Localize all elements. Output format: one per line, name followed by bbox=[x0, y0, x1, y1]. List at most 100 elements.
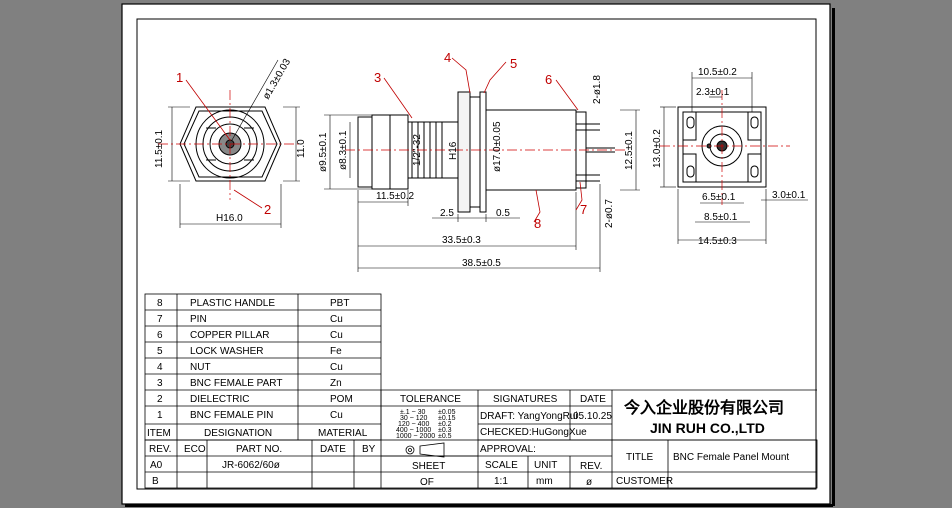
customer-label: CUSTOMER bbox=[616, 476, 673, 487]
dim-14-5: 14.5±0.3 bbox=[698, 236, 737, 247]
dim-front-hex: H16.0 bbox=[216, 213, 243, 224]
rev-label: REV. bbox=[580, 461, 602, 472]
partno-header: PART NO. bbox=[236, 444, 282, 455]
rev-a0: A0 bbox=[150, 460, 163, 471]
bom-designation: BNC FEMALE PART bbox=[190, 378, 282, 389]
company-name-cn: 今入企业股份有限公司 bbox=[623, 398, 784, 417]
title-block-lines bbox=[144, 389, 818, 489]
bom-header-designation: DESIGNATION bbox=[204, 428, 272, 439]
bom-material: Fe bbox=[330, 346, 342, 357]
dim-6-5: 6.5±0.1 bbox=[702, 192, 736, 203]
bom-item-number: 4 bbox=[157, 362, 163, 373]
scale-value: 1:1 bbox=[494, 476, 508, 487]
approval-signature: APPROVAL: bbox=[480, 444, 536, 455]
bom-material: POM bbox=[330, 394, 353, 405]
dim-3-0: 3.0±0.1 bbox=[772, 190, 806, 201]
dim-side-hex: H16 bbox=[448, 141, 459, 160]
unit-label: UNIT bbox=[534, 460, 557, 471]
rev-b: B bbox=[152, 476, 159, 487]
dim-body-length: 33.5±0.3 bbox=[442, 235, 481, 246]
bom-rows: 8 PLASTIC HANDLE PBT 7 PIN Cu 6 COPPER PILLAR Cu… bbox=[157, 298, 353, 421]
bom-material: Cu bbox=[330, 314, 343, 325]
bom-designation: DIELECTRIC bbox=[190, 394, 249, 405]
dim-front-height: 11.5±0.1 bbox=[154, 129, 165, 168]
bottom-centerlines bbox=[660, 90, 790, 205]
svg-text:±.1 ~ 30: ±.1 ~ 30 bbox=[400, 409, 426, 416]
callout-8: 8 bbox=[534, 216, 541, 231]
dim-pin-18: 2-ø1.8 bbox=[592, 75, 603, 104]
svg-text:±0.05: ±0.05 bbox=[438, 409, 456, 416]
bom-header-item: ITEM bbox=[147, 428, 171, 439]
tolerance-table: ±.1 ~ 30 ±0.05 30 ~ 120 ±0.15 120 ~ 400 … bbox=[396, 409, 456, 440]
dim-hole-spacing: 10.5±0.2 bbox=[698, 67, 737, 78]
svg-text:1000 ~ 2000: 1000 ~ 2000 bbox=[396, 433, 435, 440]
bom-material: PBT bbox=[330, 298, 349, 309]
rev-header: REV. bbox=[149, 444, 171, 455]
rev-value: ø bbox=[586, 477, 592, 488]
svg-text:±0.5: ±0.5 bbox=[438, 433, 452, 440]
bom-material: Zn bbox=[330, 378, 342, 389]
bom-material: Cu bbox=[330, 362, 343, 373]
bom-item-number: 7 bbox=[157, 314, 163, 325]
dim-rear-height: 12.5±0.1 bbox=[624, 131, 635, 170]
projection-symbol bbox=[405, 442, 445, 458]
bom-designation: PIN bbox=[190, 314, 207, 325]
dim-washer: ø17.0±0.05 bbox=[492, 121, 503, 172]
checked-signature: CHECKED:HuGongXue bbox=[480, 427, 587, 438]
dim-pin-offset: 2.3±0.1 bbox=[696, 87, 730, 98]
bom-item-number: 5 bbox=[157, 346, 163, 357]
dim-thread: 1/2"-32 bbox=[412, 134, 423, 166]
sheet-label: SHEET bbox=[412, 461, 445, 472]
callout-7: 7 bbox=[580, 202, 587, 217]
callout-6: 6 bbox=[545, 72, 552, 87]
date-label: DATE bbox=[580, 394, 606, 405]
sheet-inner-border bbox=[136, 18, 817, 490]
callout-3: 3 bbox=[374, 70, 381, 85]
callout-leaders bbox=[185, 57, 583, 223]
bom-item-number: 6 bbox=[157, 330, 163, 341]
eco-header: ECO bbox=[184, 444, 206, 455]
svg-text:30 ~ 120: 30 ~ 120 bbox=[400, 415, 428, 422]
drawing-title: BNC Female Panel Mount bbox=[673, 452, 789, 463]
svg-text:±0.15: ±0.15 bbox=[438, 415, 456, 422]
bom-header-material: MATERIAL bbox=[318, 428, 368, 439]
signatures-label: SIGNATURES bbox=[493, 394, 558, 405]
bom-item-number: 3 bbox=[157, 378, 163, 389]
dim-washer-thick: 0.5 bbox=[496, 208, 510, 219]
unit-value: mm bbox=[536, 476, 553, 487]
callout-1: 1 bbox=[176, 70, 183, 85]
bom-item-number: 2 bbox=[157, 394, 163, 405]
sheet-outer-border bbox=[121, 3, 831, 505]
part-number: JR-6062/60ø bbox=[222, 460, 280, 471]
dim-8-5: 8.5±0.1 bbox=[704, 212, 738, 223]
draft-signature: DRAFT: YangYongRui bbox=[480, 411, 578, 422]
bom-table bbox=[144, 293, 382, 441]
callout-4: 4 bbox=[444, 50, 451, 65]
dim-body-95: ø9.5±0.1 bbox=[318, 132, 329, 172]
bom-material: Cu bbox=[330, 410, 343, 421]
bom-item-number: 1 bbox=[157, 410, 163, 421]
company-name-en: JIN RUH CO.,LTD bbox=[650, 420, 765, 436]
dim-total-length: 38.5±0.5 bbox=[462, 258, 501, 269]
bom-material: Cu bbox=[330, 330, 343, 341]
sheet-value: OF bbox=[420, 477, 434, 488]
date-header: DATE bbox=[320, 444, 346, 455]
dim-bottom-height: 13.0±0.2 bbox=[652, 129, 663, 168]
title-label: TITLE bbox=[626, 452, 654, 463]
bom-designation: LOCK WASHER bbox=[190, 346, 264, 357]
svg-text:120 ~ 400: 120 ~ 400 bbox=[398, 421, 429, 428]
dim-front-length: 11.5±0.2 bbox=[376, 191, 415, 202]
dim-front-11: 11.0 bbox=[296, 139, 307, 158]
bom-designation: PLASTIC HANDLE bbox=[190, 298, 275, 309]
bom-designation: NUT bbox=[190, 362, 211, 373]
dim-body-83: ø8.3±0.1 bbox=[338, 130, 349, 170]
dim-pin-07: 2-ø0.7 bbox=[604, 199, 615, 228]
draft-date: 05.10.25 bbox=[573, 411, 612, 422]
bom-designation: COPPER PILLAR bbox=[190, 330, 269, 341]
bom-designation: BNC FEMALE PIN bbox=[190, 410, 273, 421]
svg-text:±0.2: ±0.2 bbox=[438, 421, 452, 428]
by-header: BY bbox=[362, 444, 376, 455]
svg-text:±0.3: ±0.3 bbox=[438, 427, 452, 434]
bom-item-number: 8 bbox=[157, 298, 163, 309]
